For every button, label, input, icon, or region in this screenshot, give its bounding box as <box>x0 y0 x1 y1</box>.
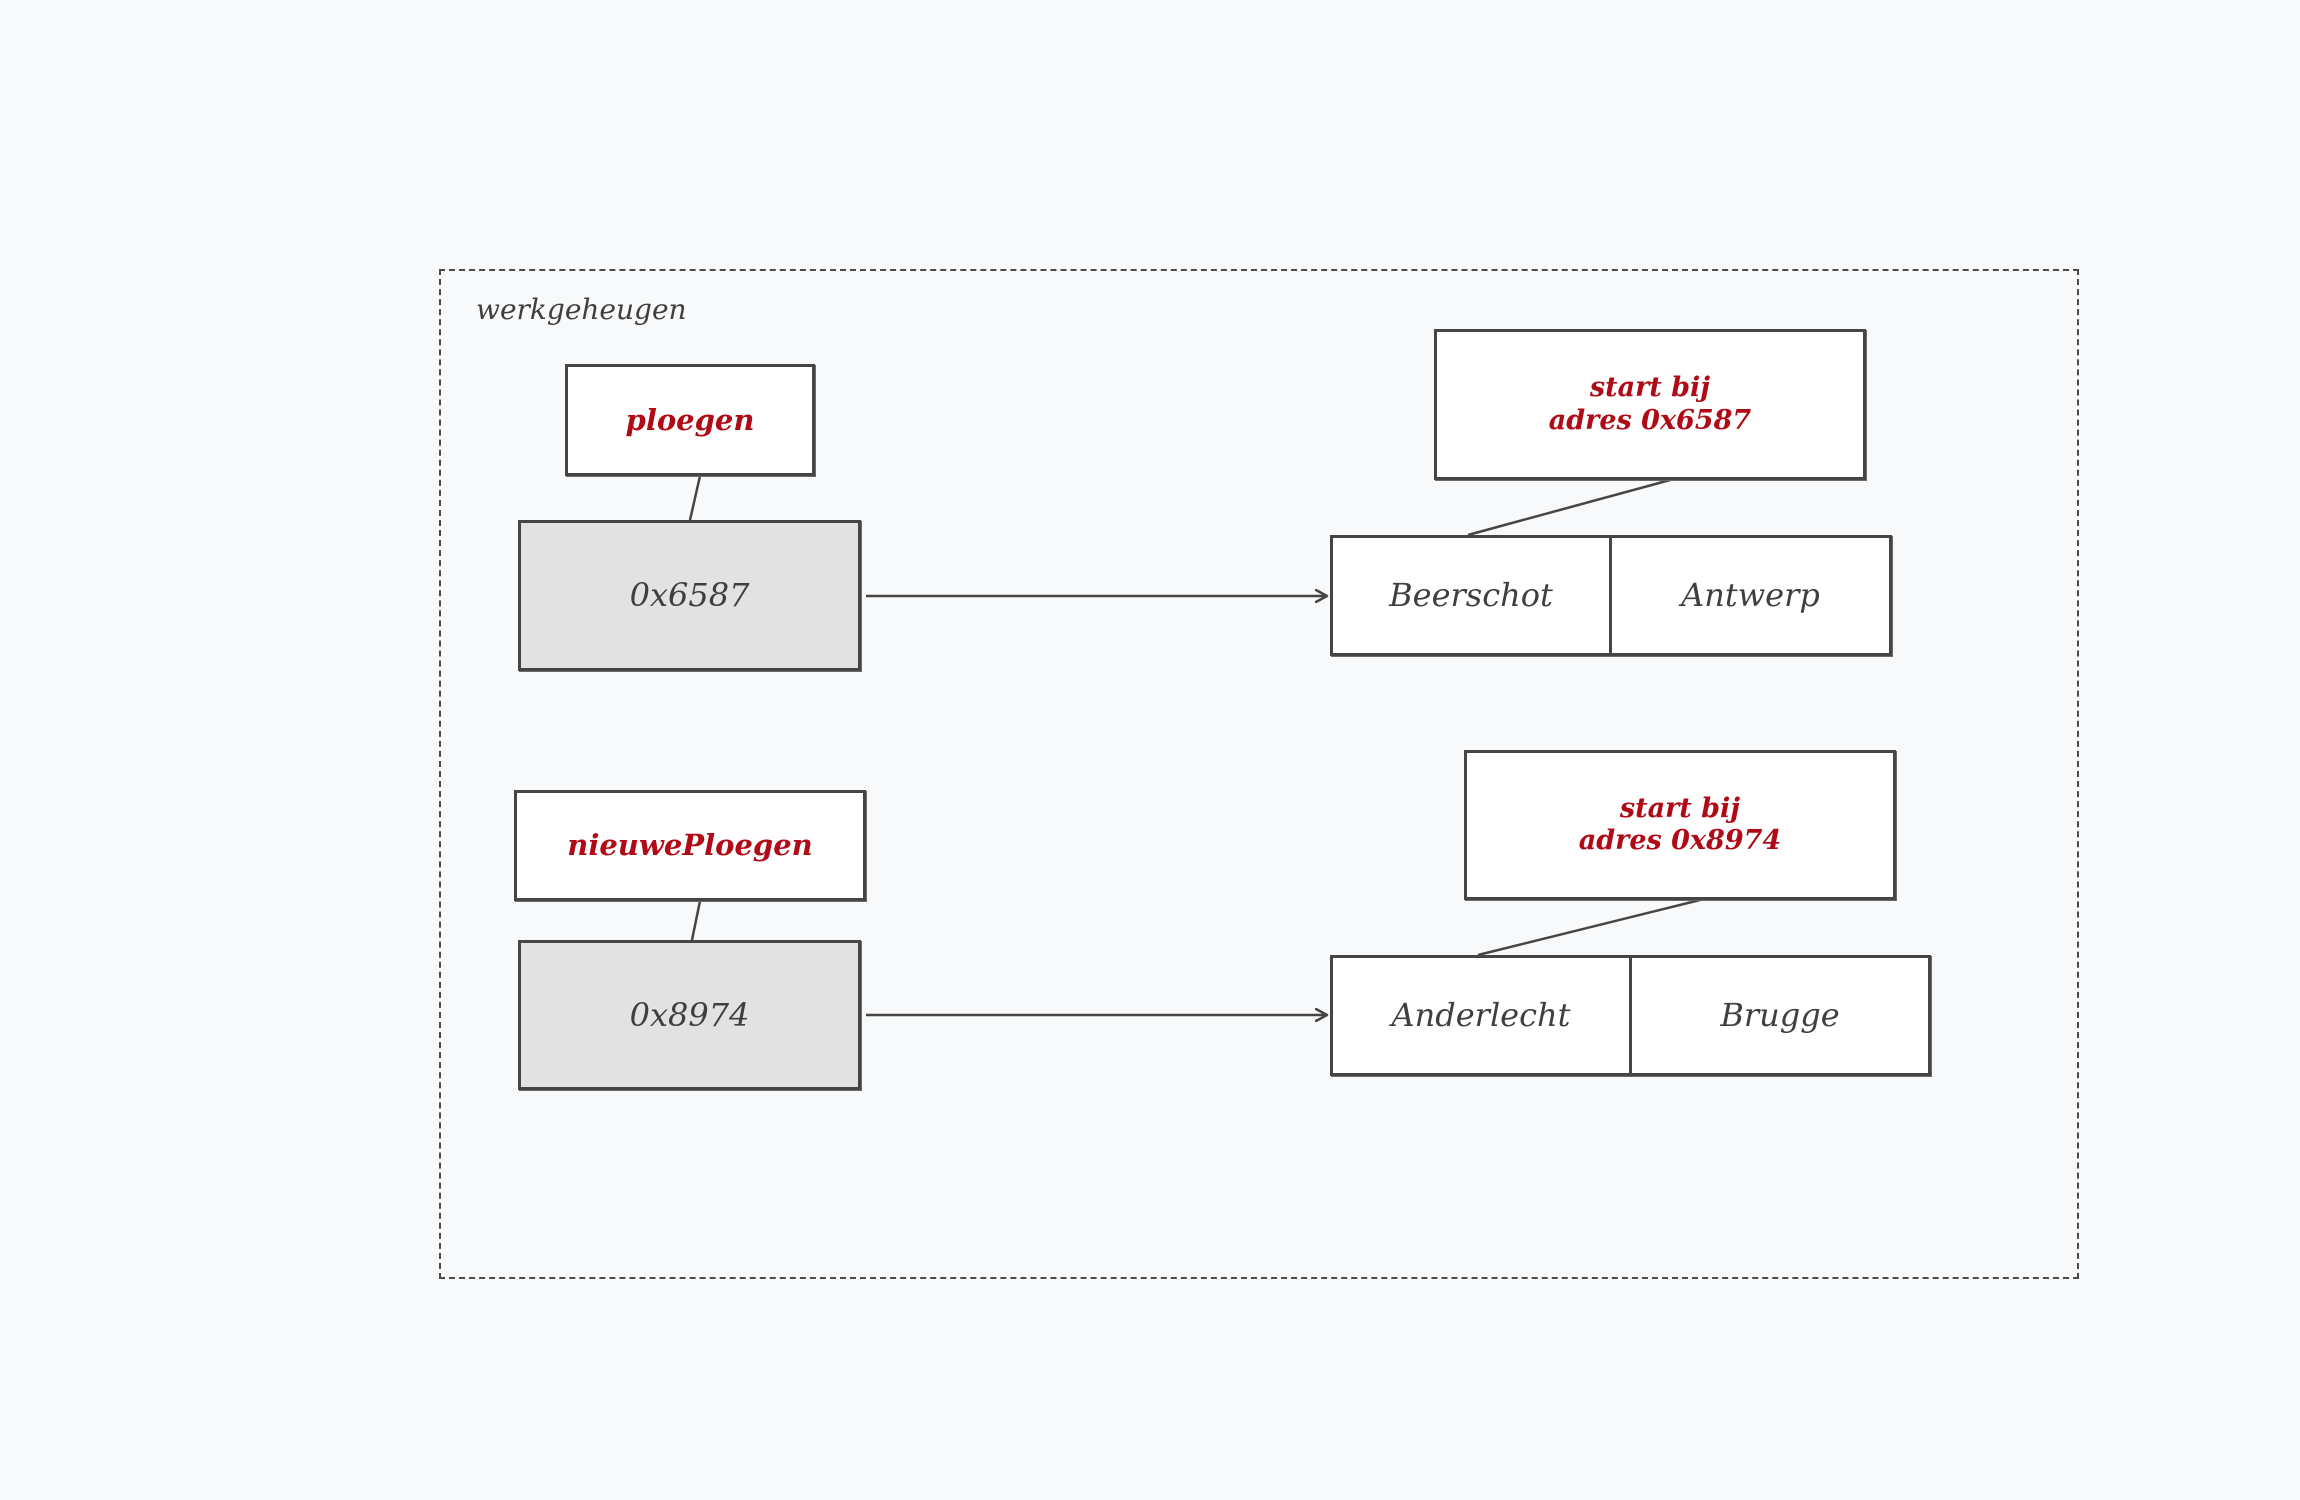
array-cell: Brugge <box>1629 955 1931 1076</box>
array-cell-text: Beerschot <box>1389 576 1553 615</box>
note-line-2: adres 0x6587 <box>1548 404 1752 436</box>
address-value-nieuwe-ploegen: 0x8974 <box>518 940 861 1090</box>
memory-frame <box>439 269 2079 1279</box>
array-cell: Anderlecht <box>1330 955 1632 1076</box>
address-note-nieuwe-ploegen: start bij adres 0x8974 <box>1464 750 1896 900</box>
array-cell-text: Antwerp <box>1681 576 1820 615</box>
address-text: 0x6587 <box>629 576 750 615</box>
note-line-1: start bij <box>1589 372 1711 404</box>
variable-label-text: nieuwePloegen <box>567 828 813 863</box>
address-note-ploegen: start bij adres 0x6587 <box>1434 329 1866 480</box>
variable-label-text: ploegen <box>625 402 755 437</box>
array-cell-text: Anderlecht <box>1391 996 1571 1035</box>
variable-label-ploegen: ploegen <box>565 364 815 476</box>
array-cell: Beerschot <box>1330 535 1612 656</box>
memory-frame-label: werkgeheugen <box>476 293 687 326</box>
address-text: 0x8974 <box>629 995 750 1034</box>
note-line-2: adres 0x8974 <box>1578 825 1782 856</box>
array-cell-text: Brugge <box>1720 996 1840 1035</box>
array-cell: Antwerp <box>1609 535 1892 656</box>
address-value-ploegen: 0x6587 <box>518 520 861 671</box>
variable-label-nieuwe-ploegen: nieuwePloegen <box>514 790 866 901</box>
note-line-1: start bij <box>1619 792 1741 824</box>
